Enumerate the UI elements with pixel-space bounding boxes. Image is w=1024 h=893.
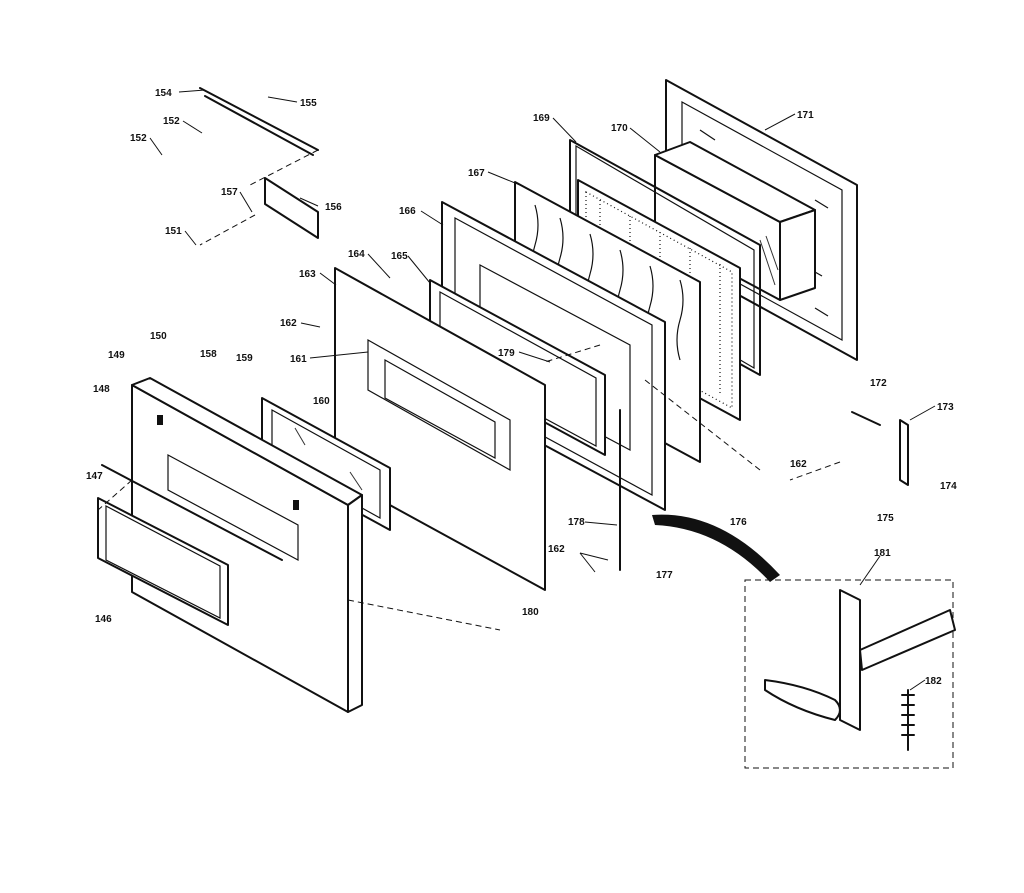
callout-162a: 162 [280,318,297,329]
callout-171: 171 [797,110,814,121]
callout-178: 178 [568,517,585,528]
detail-181-box [744,579,956,769]
callout-181: 181 [874,548,891,559]
part-173-hinge-arm [899,419,909,486]
callout-160: 160 [313,396,330,407]
callout-177: 177 [656,570,673,581]
part-172-pin [851,411,881,426]
detail-arrow [652,514,780,582]
callout-161: 161 [290,354,307,365]
callout-179: 179 [498,348,515,359]
callout-151: 151 [165,226,182,237]
callout-176: 176 [730,517,747,528]
callout-155: 155 [300,98,317,109]
callout-180: 180 [522,607,539,618]
callout-172: 172 [870,378,887,389]
callout-162b: 162 [548,544,565,555]
callout-163: 163 [299,269,316,280]
callout-165: 165 [391,251,408,262]
callout-149: 149 [108,350,125,361]
part-161-inner-panel [334,267,546,591]
part-154-top-rail [199,87,319,156]
callout-167: 167 [468,168,485,179]
callout-175: 175 [877,513,894,524]
part-outer-door [131,377,363,713]
callout-173: 173 [937,402,954,413]
callout-147: 147 [86,471,103,482]
callout-170: 170 [611,123,628,134]
callout-182: 182 [925,676,942,687]
callout-164: 164 [348,249,365,260]
callout-152b: 152 [163,116,180,127]
part-147-handle-bar [101,464,283,561]
callout-150: 150 [150,331,167,342]
callout-169: 169 [533,113,550,124]
callout-162c: 162 [790,459,807,470]
callout-157: 157 [221,187,238,198]
callout-154: 154 [155,88,172,99]
callout-166: 166 [399,206,416,217]
callout-159: 159 [236,353,253,364]
callout-174: 174 [940,481,957,492]
callout-labels: 146 147 148 149 150 151 152 152 153 154 … [86,88,957,687]
callout-158: 158 [200,349,217,360]
callout-152a: 152 [130,133,147,144]
callout-148: 148 [93,384,110,395]
callout-156: 156 [325,202,342,213]
callout-146: 146 [95,614,112,625]
leader-lines [149,89,936,691]
assembly-guides [97,149,841,631]
part-170-box [654,141,816,301]
part-156-bracket [264,177,319,239]
part-146-handle-frame [97,497,229,626]
